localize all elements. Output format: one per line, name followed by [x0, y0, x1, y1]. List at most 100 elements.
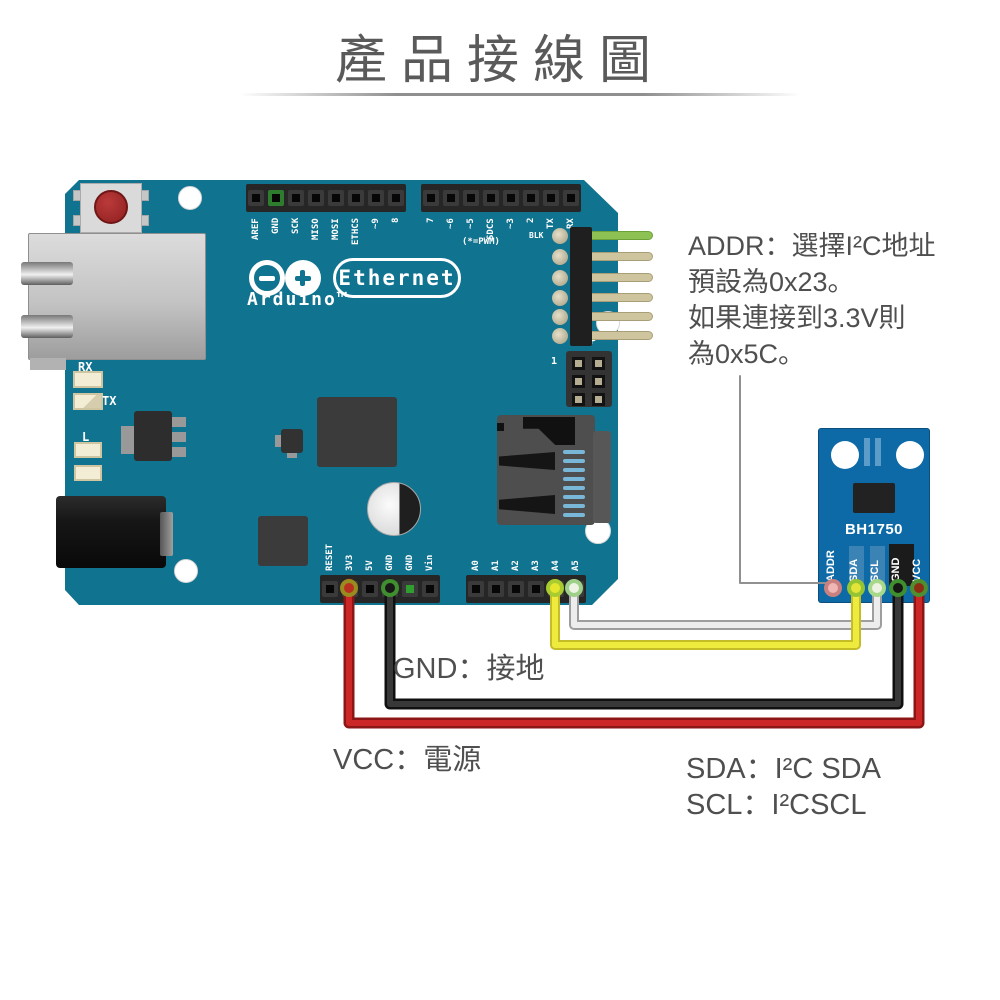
bent-pin-housing: [570, 227, 592, 346]
pin-MOSI: [328, 190, 344, 206]
icsp-pin-contact: [595, 378, 602, 385]
tx-led: [73, 393, 103, 410]
module-mounting-hole: [831, 441, 859, 469]
pin-~9: [368, 190, 384, 206]
pin-contact: [447, 194, 455, 202]
regulator-pad: [121, 426, 134, 454]
microsd-contact: [563, 468, 585, 472]
addr-annotation-line: 為0x5C。: [688, 339, 806, 369]
sda-wire-label: SDA：I²C SDA: [686, 753, 881, 785]
pin-~3: [503, 190, 519, 206]
ethernet-jack-body: [28, 233, 206, 360]
brand-label: Arduino™: [247, 289, 350, 310]
pin-AREF: [248, 190, 264, 206]
module-pin-vcc-core: [914, 583, 924, 593]
icsp-pin-contact: [575, 396, 582, 403]
icsp-pin: [592, 357, 605, 370]
addr-annotation-line: ADDR：選擇I²C地址: [688, 231, 936, 261]
icsp-pin: [572, 393, 585, 406]
scl-wire: [571, 581, 880, 628]
icsp-pin-contact: [575, 360, 582, 367]
pin-2: [523, 190, 539, 206]
pin-contact: [512, 585, 520, 593]
pin-contact: [492, 585, 500, 593]
pin-contact: [326, 585, 334, 593]
pin-contact: [292, 194, 300, 202]
module-mounting-hole: [896, 441, 924, 469]
bent-pin-base: [552, 309, 568, 325]
microsd-slot-opening: [499, 495, 555, 514]
module-pin-addr-core: [828, 583, 838, 593]
bh1750-sensor-chip: [853, 483, 895, 513]
icsp-pin: [572, 357, 585, 370]
pin-ring-a5: [565, 579, 583, 597]
ethernet-jack-foot: [30, 358, 66, 370]
addr-annotation-line: 預設為0x23。: [688, 267, 855, 297]
pin-RX: [563, 190, 579, 206]
bent-pin-base: [552, 228, 568, 244]
microsd-contact: [563, 495, 585, 499]
pin-7: [423, 190, 439, 206]
pin-contact: [507, 194, 515, 202]
module-pad: [849, 546, 864, 583]
pin-GND: [402, 581, 418, 597]
icsp-pin-contact: [595, 360, 602, 367]
bent-pin-base: [552, 249, 568, 265]
pin-contact: [366, 585, 374, 593]
minus-icon: [259, 276, 275, 281]
addr-annotation-line: 如果連接到3.3V則: [688, 303, 906, 333]
l-led: [74, 442, 102, 458]
icsp-pin: [592, 375, 605, 388]
microsd-contact: [563, 459, 585, 463]
tx-led-label: TX: [102, 394, 117, 408]
pin-A2: [508, 581, 524, 597]
rx-led: [73, 371, 103, 388]
sda-wire: [552, 581, 859, 648]
ethernet-jack-prong: [21, 262, 73, 285]
icsp-pin: [592, 393, 605, 406]
power-led: [74, 465, 102, 481]
bent-pin-base: [552, 328, 568, 344]
module-pin-sda-core: [851, 583, 861, 593]
module-pin-sda: [847, 579, 865, 597]
pin-contact: [406, 585, 414, 593]
mcu-chip: [317, 397, 397, 467]
icsp-pin1-label: 1: [551, 356, 558, 367]
pin-contact: [272, 194, 280, 202]
pin-ring-gnd: [381, 579, 399, 597]
pin-TX: [543, 190, 559, 206]
pin-contact: [426, 585, 434, 593]
pin-contact: [547, 194, 555, 202]
microsd-contact: [563, 504, 585, 508]
regulator-pad: [172, 417, 186, 427]
module-pin-gnd: [889, 579, 907, 597]
blk-label: BLK: [529, 231, 544, 240]
pin-contact: [567, 194, 575, 202]
pwm-note: (*=PWM): [462, 237, 500, 247]
pin-contact: [427, 194, 435, 202]
l-led-label: L: [82, 430, 90, 444]
pin-5V: [362, 581, 378, 597]
reset-button-cap[interactable]: [94, 190, 128, 224]
gnd-wire-label: GND：接地: [393, 653, 545, 685]
icsp-pin-contact: [595, 396, 602, 403]
addr-leader-line: [739, 375, 828, 584]
capacitor: [367, 482, 421, 536]
title-underline: [240, 93, 800, 96]
pin-A3: [528, 581, 544, 597]
pin-A0: [468, 581, 484, 597]
vcc-wire: [346, 581, 922, 726]
transistor-body: [281, 429, 303, 453]
microsd-tab: [593, 431, 611, 523]
icsp-pin-contact: [575, 378, 582, 385]
regulator-body: [134, 411, 172, 461]
pin-ring-a4-core: [550, 583, 560, 593]
pin-contact: [487, 194, 495, 202]
icsp-pin: [572, 375, 585, 388]
plus-icon: [300, 270, 305, 286]
pin-contact: [352, 194, 360, 202]
bent-pin-base: [552, 290, 568, 306]
module-pin-scl-core: [872, 583, 882, 593]
pin-RESET: [322, 581, 338, 597]
